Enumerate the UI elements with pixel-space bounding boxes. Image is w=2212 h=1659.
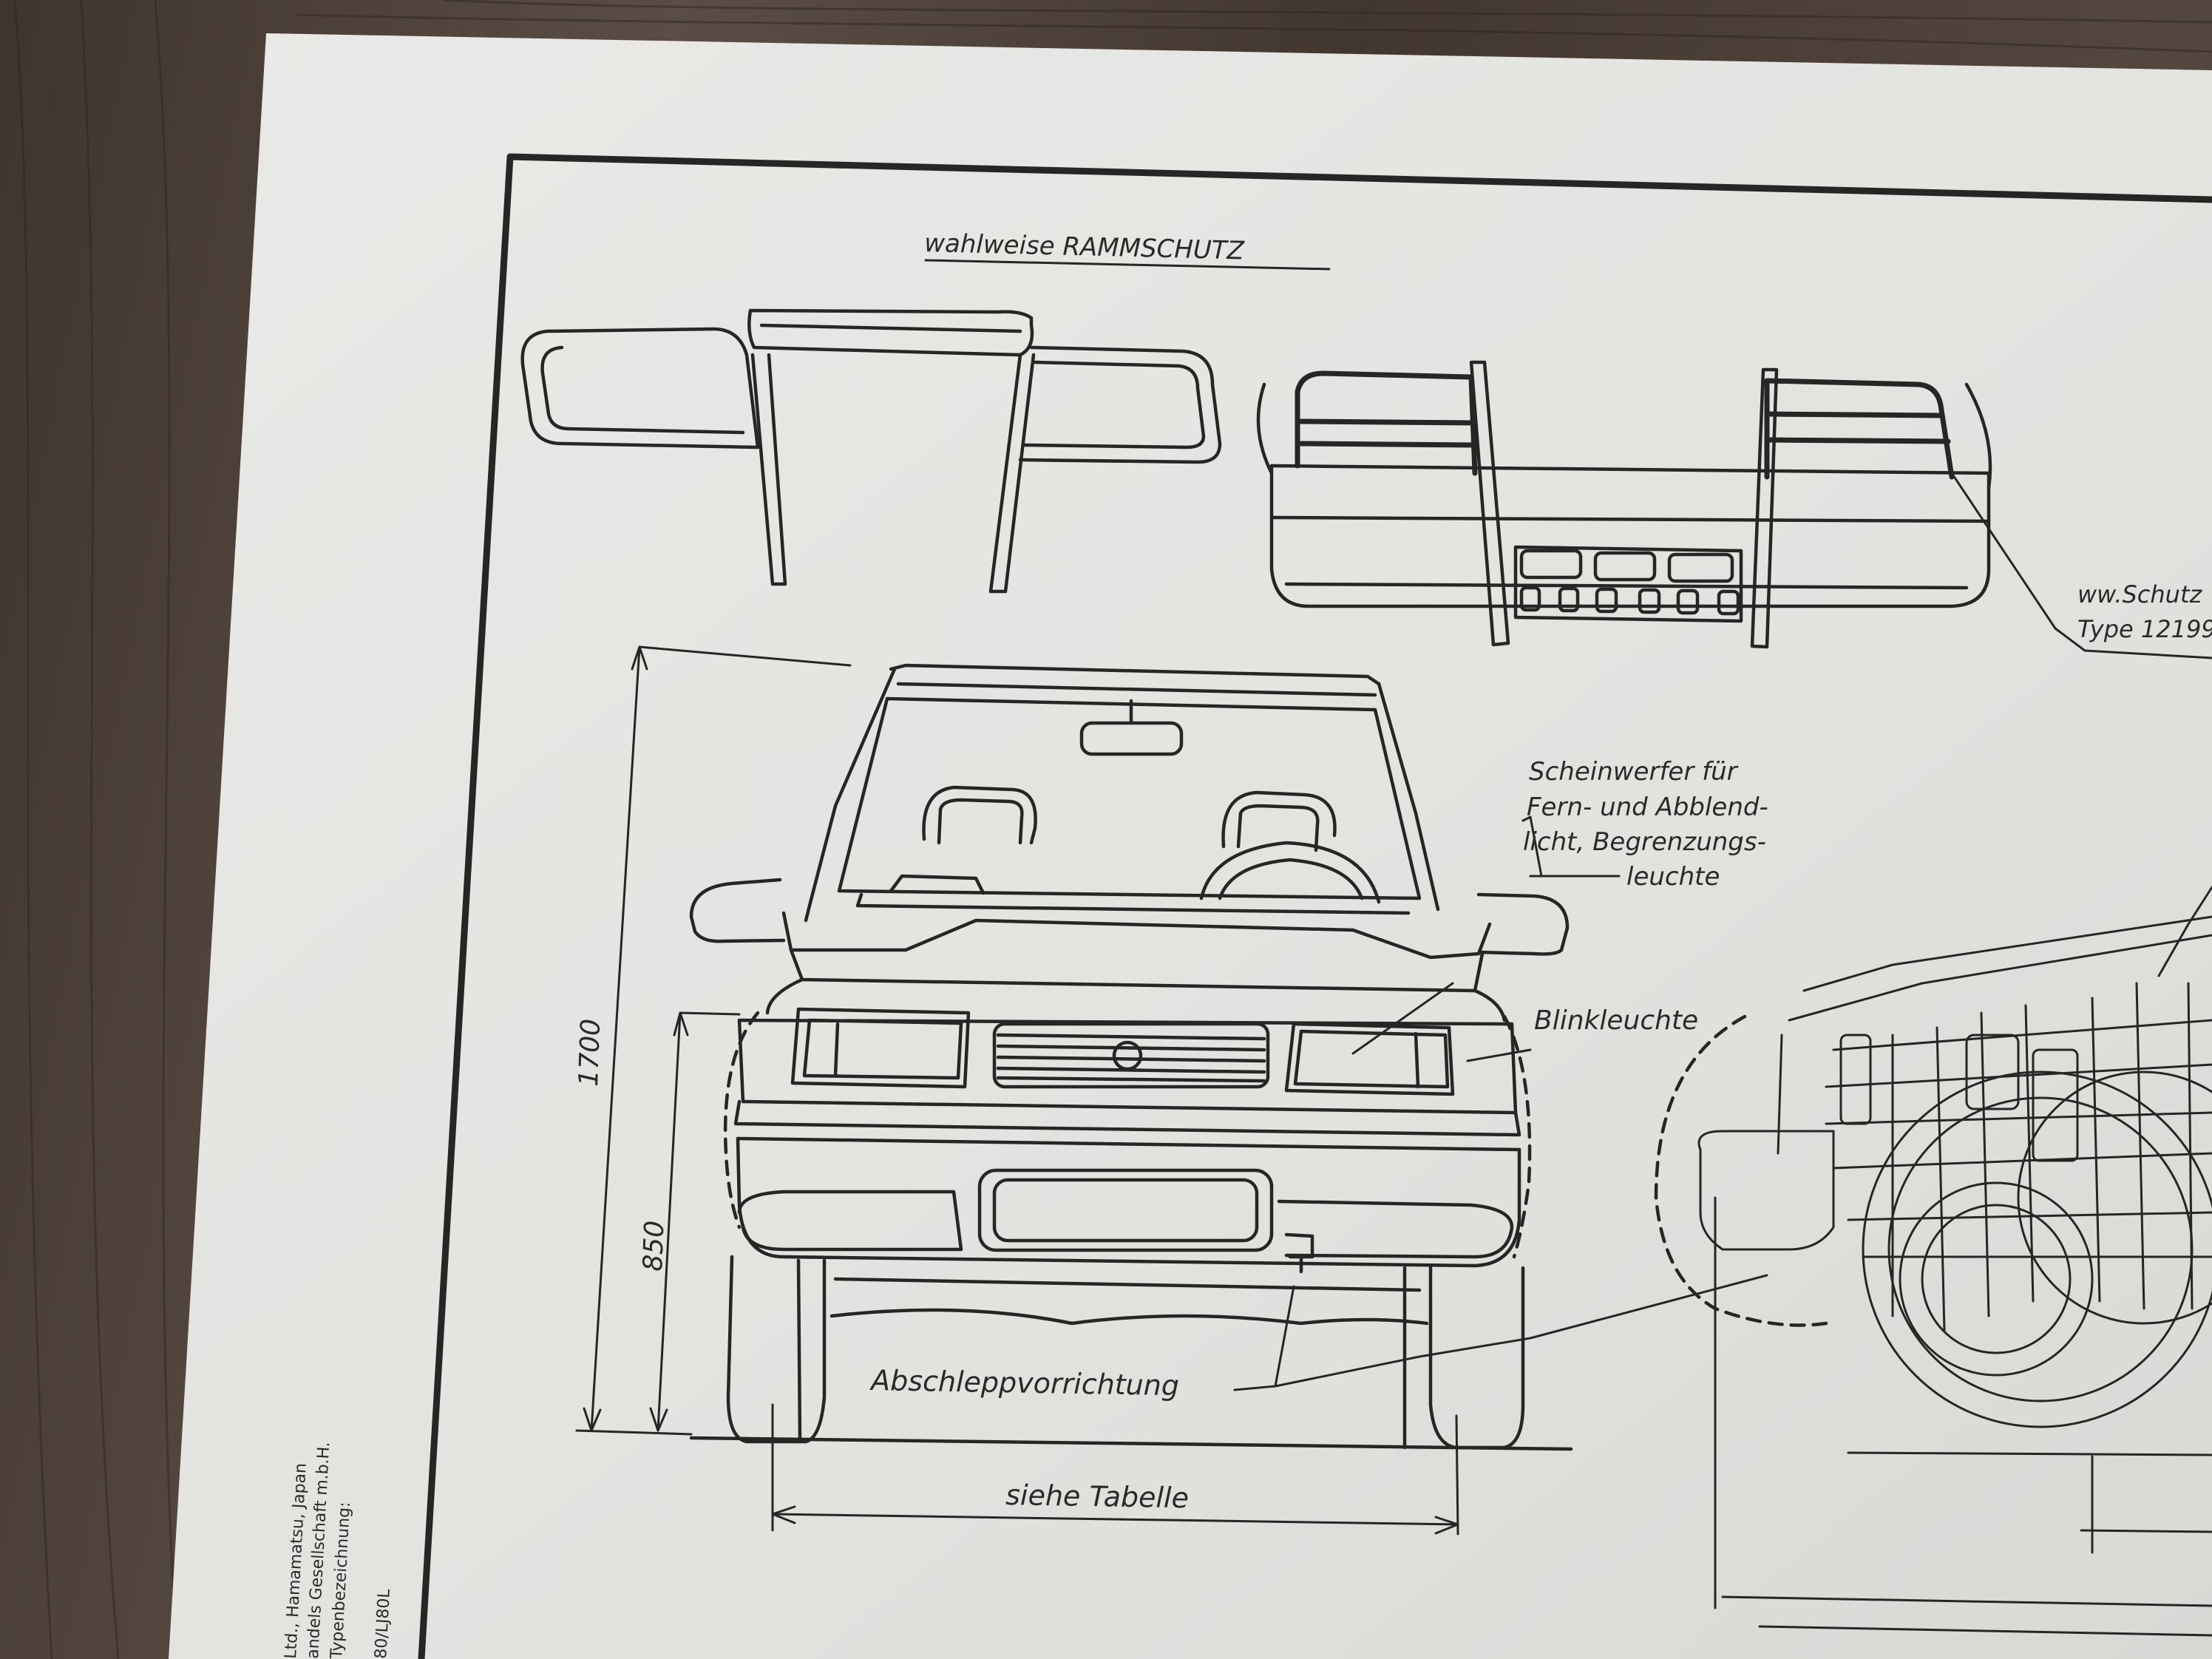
- headlamp-label-line3: licht, Begrenzungs-: [1523, 827, 1766, 857]
- indicator-label: Blinkleuchte: [1534, 1005, 1698, 1036]
- bull-bar-3d-view: [520, 308, 1222, 594]
- dimension-height-total: 1700: [574, 1018, 606, 1087]
- bull-bar-front-view: [1256, 360, 2212, 659]
- dimension-lines: [575, 645, 1459, 1536]
- width-label: siehe Tabelle: [1005, 1479, 1190, 1514]
- bull-bar-option: wahlweise RAMMSCHUTZ: [520, 228, 2212, 659]
- paper-sheet: [169, 33, 2212, 1659]
- schutz-label-line2: Type 121995: [2077, 615, 2212, 643]
- tow-label: Abschleppvorrichtung: [869, 1364, 1179, 1402]
- schutz-label-line1: ww.Schutz: [2077, 580, 2202, 608]
- drawing-border: [418, 153, 2212, 1659]
- dimension-height-partial: 850: [638, 1220, 670, 1272]
- headlamp-label-line1: Scheinwerfer für: [1529, 757, 1739, 787]
- vehicle-front-view: [689, 663, 1768, 1451]
- vehicle-side-cutaway-view: [1654, 886, 2212, 1637]
- headlamp-label-line2: Fern- und Abblend-: [1527, 793, 1768, 822]
- margin-text-line4: 80/LJ80L: [372, 1588, 394, 1659]
- wood-grain: [13, 0, 2212, 1659]
- headlamp-label-line4: leuchte: [1626, 862, 1720, 892]
